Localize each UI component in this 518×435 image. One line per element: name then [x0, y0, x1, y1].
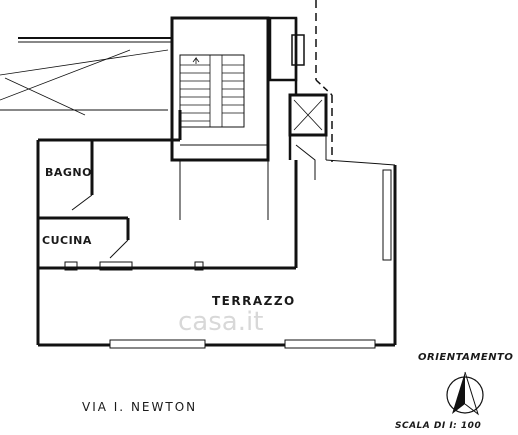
- street-label: VIA I. NEWTON: [82, 400, 197, 414]
- compass-rose: ORIENTAMENTO SCALA DI I: 100: [395, 352, 513, 431]
- bathroom-label: BAGNO: [45, 166, 92, 179]
- apartment-walls: [36, 110, 298, 271]
- kitchen-label: CUCINA: [42, 234, 92, 247]
- stairwell: [170, 16, 270, 162]
- watermark: casa.it: [178, 307, 263, 337]
- terrace: [36, 159, 397, 349]
- upper-left-balcony: [0, 37, 172, 116]
- terrace-label: TERRAZZO: [212, 294, 296, 308]
- compass-title: ORIENTAMENTO: [418, 352, 513, 363]
- scale-label: SCALA DI I: 100: [395, 421, 481, 431]
- north-arrow-icon: [452, 372, 465, 414]
- elevator-shaft: [268, 16, 328, 180]
- property-boundary: [315, 0, 333, 162]
